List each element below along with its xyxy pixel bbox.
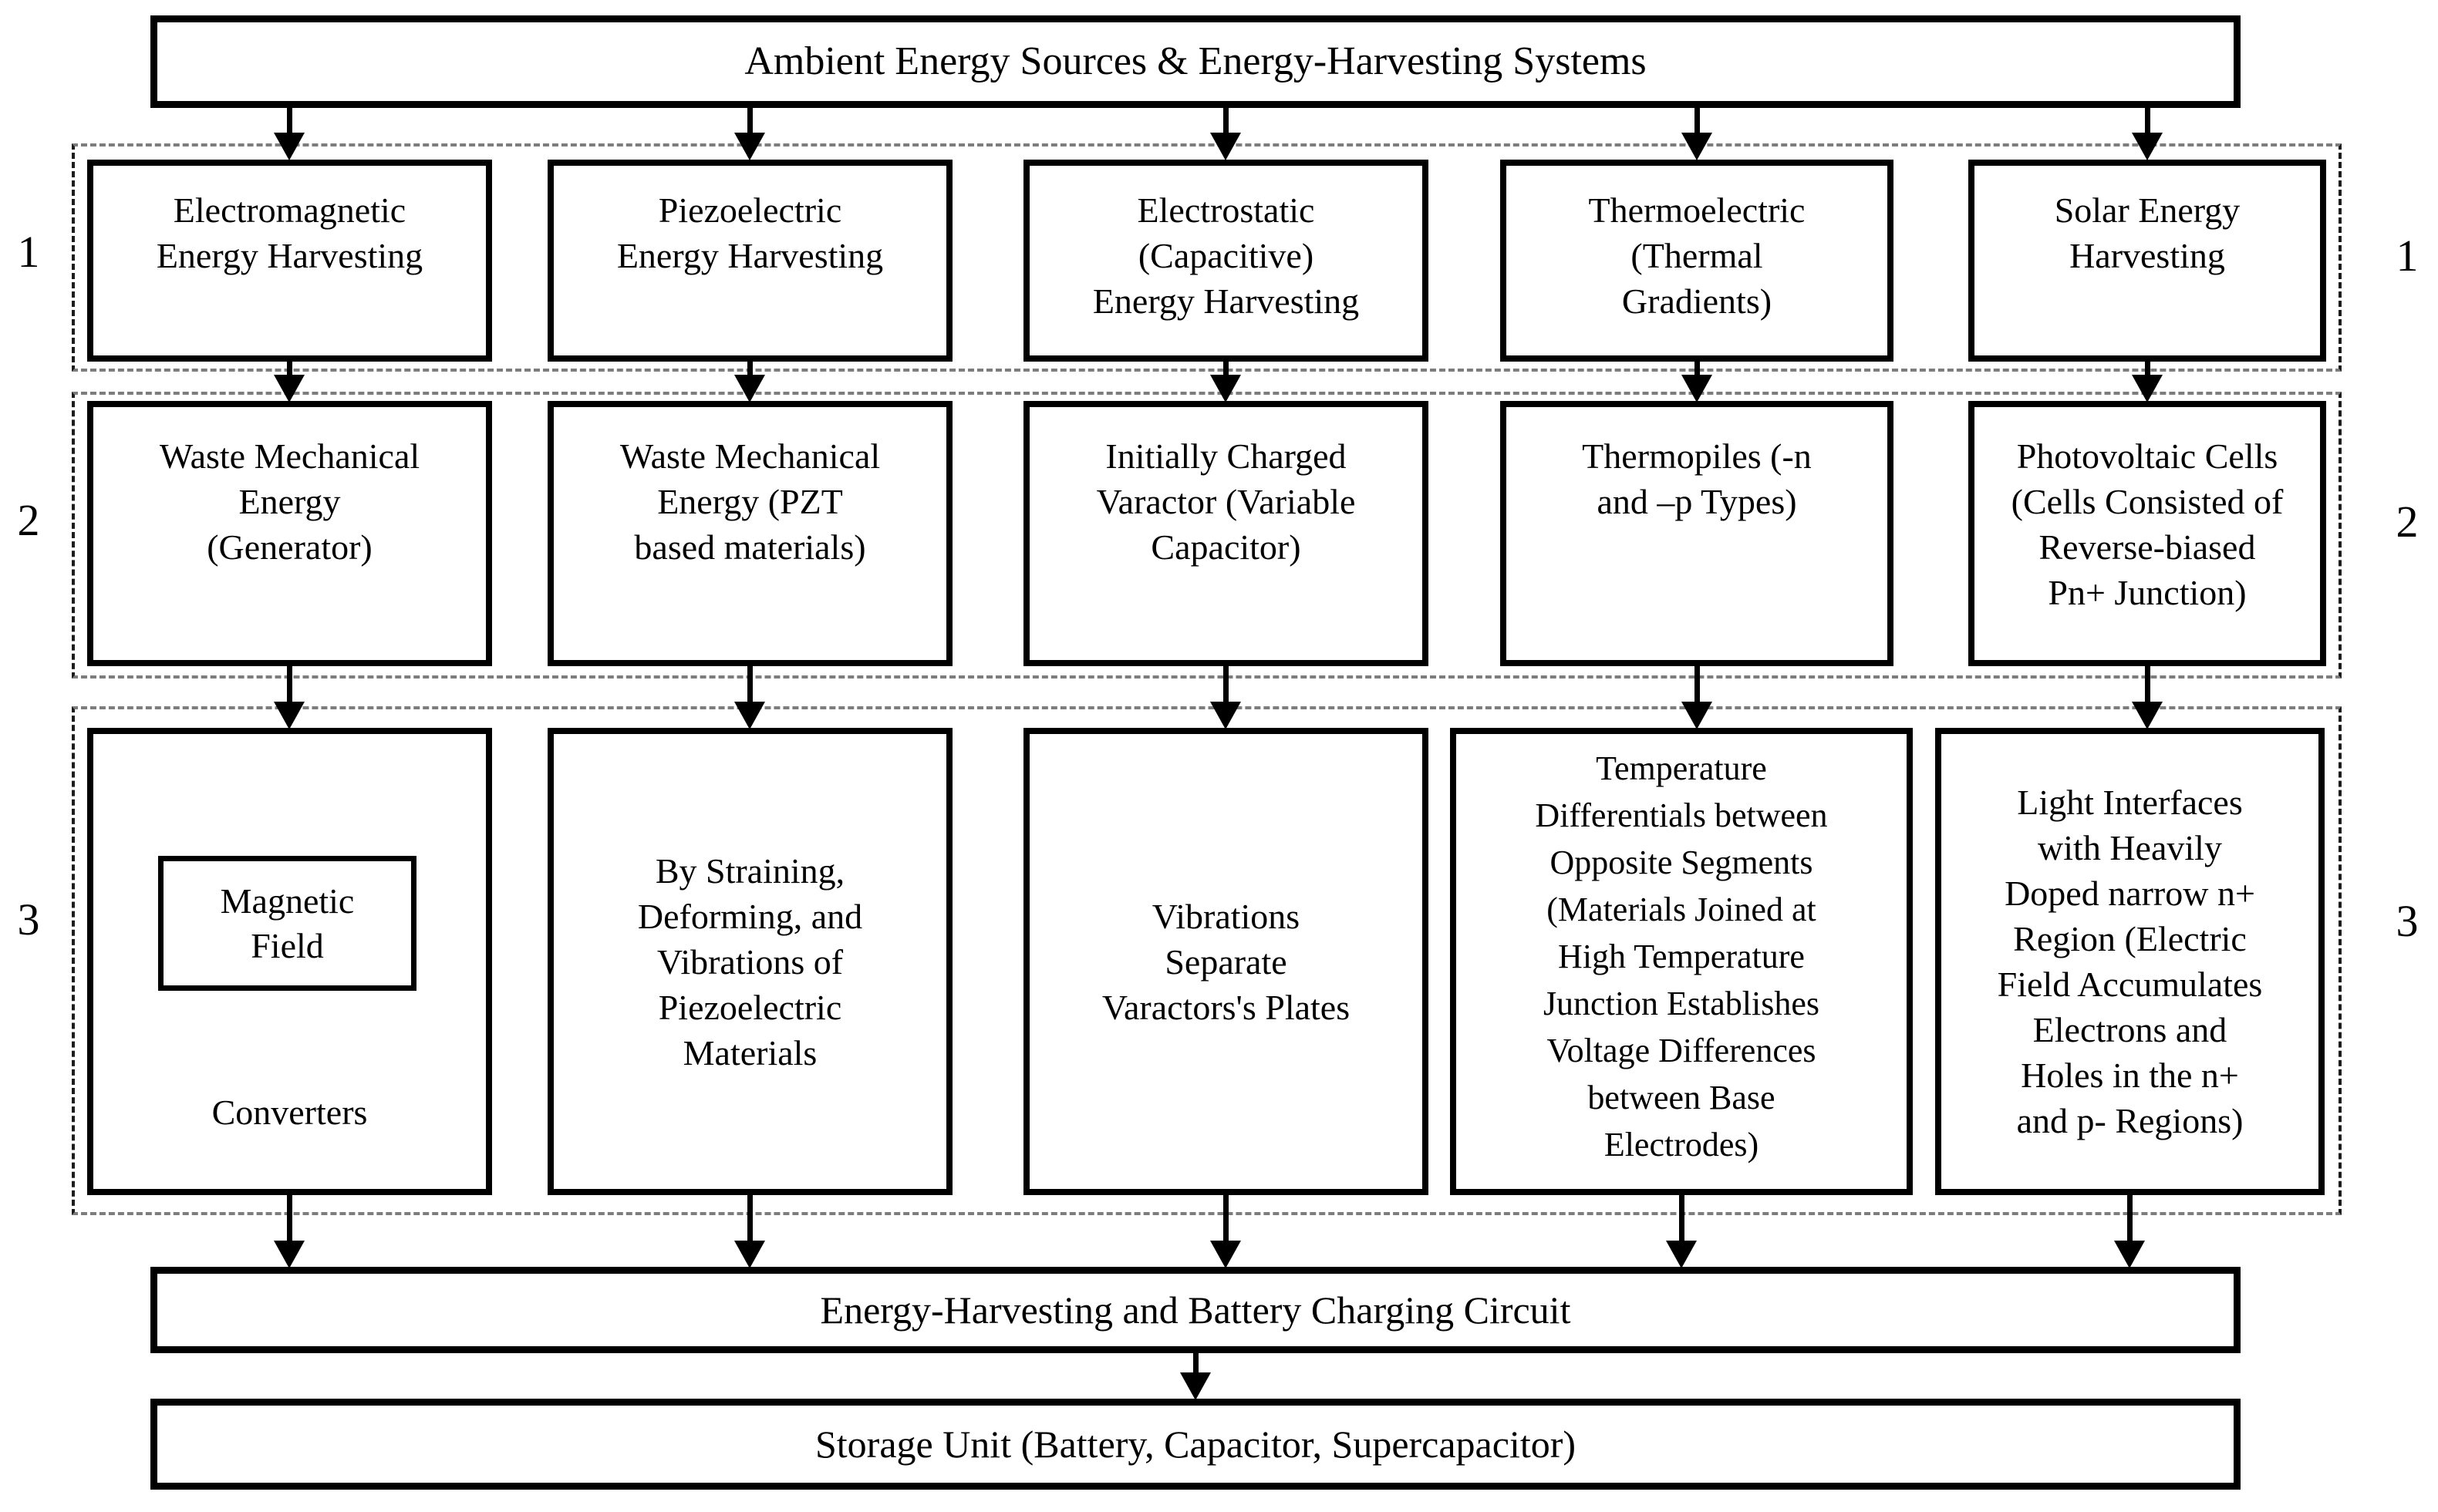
arrow-top-to-row1-col3 xyxy=(1210,106,1241,160)
row1-label-right: 1 xyxy=(2396,231,2419,281)
box-magnetic-field: Magnetic Field xyxy=(158,856,416,991)
box-thermopiles: Thermopiles (-n and –p Types) xyxy=(1500,401,1893,666)
arrow-row1-to-row2-col4 xyxy=(1681,359,1712,402)
converters-label: Converters xyxy=(211,1093,368,1132)
row3-label-right: 3 xyxy=(2396,896,2419,946)
box-waste-mechanical-generator: Waste Mechanical Energy (Generator) xyxy=(87,401,492,666)
arrow-row1-to-row2-col1 xyxy=(274,359,305,402)
box-solar-harvesting: Solar Energy Harvesting xyxy=(1968,160,2326,362)
box-light-interfaces: Light Interfaces with Heavily Doped narr… xyxy=(1935,728,2325,1195)
row2-label-right: 2 xyxy=(2396,497,2419,547)
arrow-top-to-row1-col2 xyxy=(734,106,765,160)
arrow-top-to-row1-col4 xyxy=(1681,106,1712,160)
arrow-top-to-row1-col1 xyxy=(274,106,305,160)
arrow-row1-to-row2-col2 xyxy=(734,359,765,402)
box-piezoelectric-straining: By Straining, Deforming, and Vibrations … xyxy=(548,728,953,1195)
row2-label-left: 2 xyxy=(17,495,40,545)
arrow-row2-to-row3-col4 xyxy=(1681,664,1712,729)
arrow-row1-to-row2-col3 xyxy=(1210,359,1241,402)
box-temperature-differentials: Temperature Differentials between Opposi… xyxy=(1450,728,1913,1195)
arrow-row1-to-row2-col5 xyxy=(2132,359,2163,402)
arrow-row3-to-charging-col2 xyxy=(734,1193,765,1268)
arrow-row3-to-charging-col5 xyxy=(2114,1193,2145,1268)
box-charged-varactor: Initially Charged Varactor (Variable Cap… xyxy=(1023,401,1428,666)
arrow-charging-to-storage xyxy=(1180,1351,1211,1400)
arrow-row2-to-row3-col5 xyxy=(2132,664,2163,729)
box-electromagnetic-harvesting: Electromagnetic Energy Harvesting xyxy=(87,160,492,362)
box-photovoltaic-cells: Photovoltaic Cells (Cells Consisted of R… xyxy=(1968,401,2326,666)
box-piezoelectric-harvesting: Piezoelectric Energy Harvesting xyxy=(548,160,953,362)
box-thermoelectric-harvesting: Thermoelectric (Thermal Gradients) xyxy=(1500,160,1893,362)
arrow-top-to-row1-col5 xyxy=(2132,106,2163,160)
row3-dashed-group xyxy=(72,706,2342,1215)
arrow-row3-to-charging-col4 xyxy=(1666,1193,1697,1268)
arrow-row2-to-row3-col1 xyxy=(274,664,305,729)
box-electrostatic-harvesting: Electrostatic (Capacitive) Energy Harves… xyxy=(1023,160,1428,362)
arrow-row3-to-charging-col1 xyxy=(274,1193,305,1268)
arrow-row2-to-row3-col2 xyxy=(734,664,765,729)
box-vibrations-separate-plates: Vibrations Separate Varactors's Plates xyxy=(1023,728,1428,1195)
title-box: Ambient Energy Sources & Energy-Harvesti… xyxy=(150,15,2241,108)
arrow-row2-to-row3-col3 xyxy=(1210,664,1241,729)
storage-unit-box: Storage Unit (Battery, Capacitor, Superc… xyxy=(150,1399,2241,1490)
row1-label-left: 1 xyxy=(17,227,40,277)
arrow-row3-to-charging-col3 xyxy=(1210,1193,1241,1268)
row2-dashed-group xyxy=(72,392,2342,679)
charging-circuit-box: Energy-Harvesting and Battery Charging C… xyxy=(150,1267,2241,1353)
row1-dashed-group xyxy=(72,143,2342,372)
box-magnetic-field-converters: Magnetic Field Converters xyxy=(87,728,492,1195)
box-waste-mechanical-pzt: Waste Mechanical Energy (PZT based mater… xyxy=(548,401,953,666)
row3-label-left: 3 xyxy=(17,894,40,945)
